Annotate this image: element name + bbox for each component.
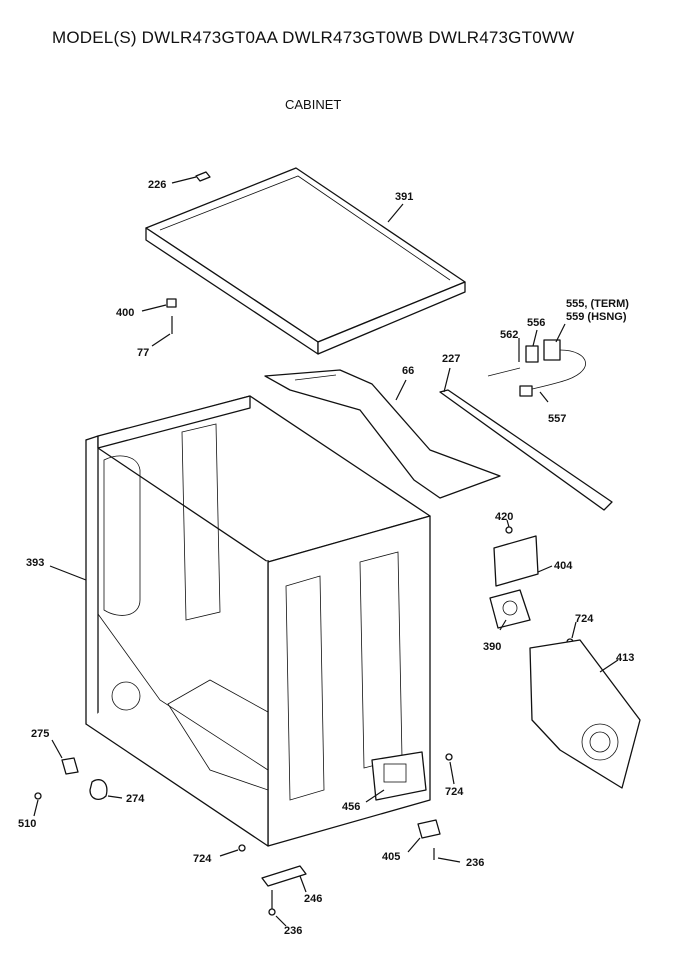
screw-724-front	[445, 753, 455, 785]
plate-404	[493, 519, 553, 587]
callout-77: 77	[137, 347, 149, 359]
rail-227	[439, 367, 613, 511]
callout-724-right: 724	[575, 613, 594, 625]
callout-400: 400	[116, 307, 134, 319]
parts-275-274-510	[33, 739, 123, 817]
screw-724-lower	[219, 844, 246, 857]
callout-390: 390	[483, 641, 501, 653]
callout-456: 456	[342, 801, 360, 813]
front-panel-413	[529, 639, 641, 789]
callout-393: 393	[26, 557, 44, 569]
part-405-236	[407, 819, 461, 863]
callout-404: 404	[554, 560, 573, 572]
callout-420: 420	[495, 511, 513, 523]
terminal-harness	[487, 323, 586, 403]
callout-413: 413	[616, 652, 634, 664]
callout-275: 275	[31, 728, 49, 740]
callout-391: 391	[395, 191, 413, 203]
callout-405: 405	[382, 851, 400, 863]
callout-510: 510	[18, 818, 36, 830]
callout-555: 555, (TERM)	[566, 298, 629, 310]
callout-562: 562	[500, 329, 518, 341]
top-panel-391	[145, 167, 466, 355]
gasket-390	[489, 589, 531, 631]
model-header: MODEL(S) DWLR473GT0AA DWLR473GT0WB DWLR4…	[52, 28, 575, 47]
callout-557: 557	[548, 413, 566, 425]
callout-236-right: 236	[466, 857, 484, 869]
cabinet-393	[49, 395, 431, 847]
screw-400-77	[141, 298, 177, 347]
bracket-66	[264, 369, 501, 499]
callout-66: 66	[402, 365, 414, 377]
clip-226	[171, 171, 211, 184]
leg-246-236	[261, 865, 307, 927]
callout-236-bottom: 236	[284, 925, 302, 937]
callout-246: 246	[304, 893, 322, 905]
callout-226: 226	[148, 179, 166, 191]
callout-724-front: 724	[445, 786, 464, 798]
callout-556: 556	[527, 317, 545, 329]
callout-274: 274	[126, 793, 145, 805]
callout-559: 559 (HSNG)	[566, 311, 627, 323]
callout-724-lower: 724	[193, 853, 212, 865]
bracket-456	[365, 751, 427, 803]
section-title: CABINET	[285, 97, 342, 112]
callout-227: 227	[442, 353, 460, 365]
